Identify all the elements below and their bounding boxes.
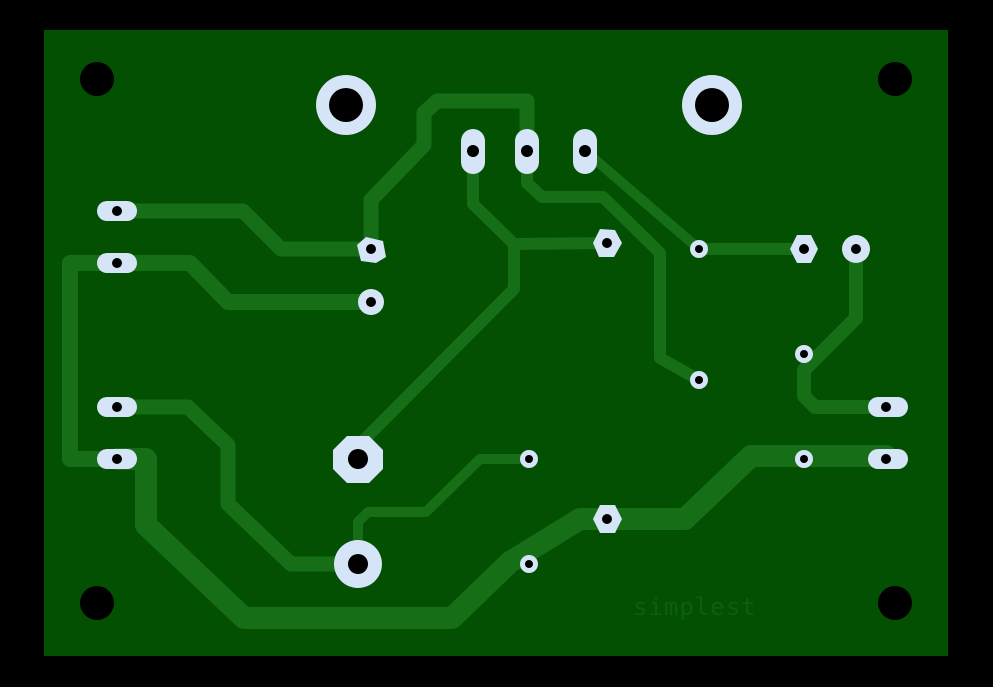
drill-hole (602, 514, 612, 524)
trace (109, 255, 379, 310)
drill-hole (800, 455, 808, 463)
drill-hole (579, 145, 591, 157)
trace (521, 145, 705, 386)
trace (106, 445, 897, 629)
drill-hole (366, 297, 376, 307)
trace (508, 237, 613, 250)
drill-hole (799, 244, 809, 254)
mounting-holes (80, 62, 912, 620)
pcb-board (44, 30, 948, 656)
drill-hole (695, 376, 703, 384)
drill-hole (881, 454, 891, 464)
drill-hole (881, 402, 891, 412)
mounting-hole (80, 586, 114, 620)
drill-hole (112, 258, 122, 268)
drill-hole (112, 206, 122, 216)
trace (62, 255, 125, 467)
drill-hole (329, 88, 363, 122)
board-label: simplest (633, 593, 757, 621)
drill-hole (695, 88, 729, 122)
drill-hole (525, 455, 533, 463)
drill-hole (348, 449, 368, 469)
drill-holes (112, 88, 891, 574)
drill-hole (800, 350, 808, 358)
trace (580, 146, 704, 254)
trace (109, 399, 366, 572)
mounting-hole (80, 62, 114, 96)
drill-hole (851, 244, 861, 254)
drill-hole (348, 554, 368, 574)
trace (797, 242, 893, 414)
trace (352, 238, 520, 452)
drill-hole (521, 145, 533, 157)
drill-hole (467, 145, 479, 157)
mounting-hole (878, 586, 912, 620)
drill-hole (525, 560, 533, 568)
trace (353, 454, 534, 569)
mounting-hole (878, 62, 912, 96)
drill-hole (112, 454, 122, 464)
drill-hole (366, 244, 376, 254)
drill-hole (602, 238, 612, 248)
trace (363, 93, 535, 257)
drill-hole (112, 402, 122, 412)
drill-hole (695, 245, 703, 253)
copper-traces (62, 93, 897, 629)
trace (109, 203, 379, 257)
